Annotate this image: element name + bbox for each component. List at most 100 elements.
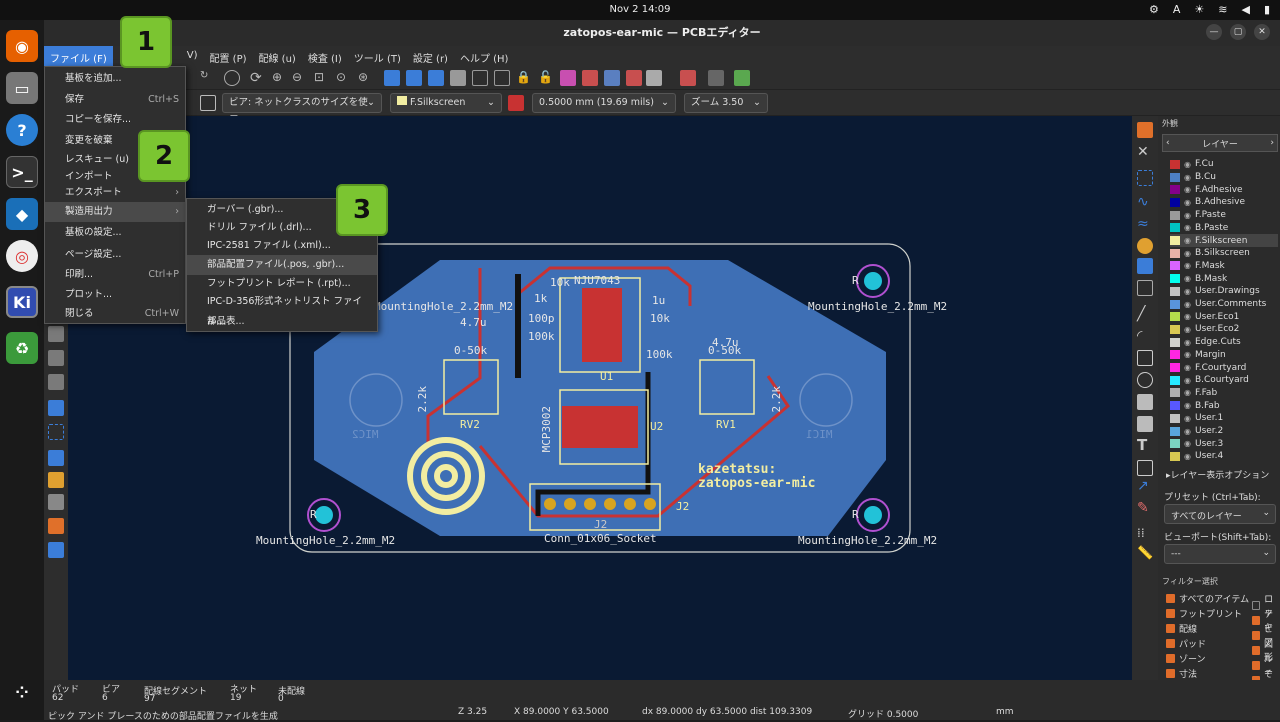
checkbox-checked-icon[interactable] [1166, 609, 1175, 618]
system-clock[interactable]: Nov 2 14:09 [609, 4, 671, 15]
menu-drill[interactable]: ドリル ファイル (.drl)... [187, 218, 377, 238]
filter-checkbox[interactable]: 図形 [1252, 637, 1280, 663]
layer-row[interactable]: ◉F.Cu [1170, 158, 1278, 171]
r-10k-label-2[interactable]: 10k [650, 312, 670, 325]
draw-rectangle-icon[interactable] [1137, 350, 1153, 366]
schematic-icon[interactable] [680, 70, 696, 86]
menu-footprint-report[interactable]: フットプリント レポート (.rpt)... [187, 274, 377, 294]
layer-color-swatch[interactable] [1170, 274, 1180, 284]
pad-display-icon[interactable] [48, 450, 64, 466]
layer-color-swatch[interactable] [1170, 337, 1180, 347]
add-zone-icon[interactable] [1137, 258, 1153, 274]
volume-icon[interactable]: ◀ [1241, 3, 1250, 16]
eye-icon[interactable]: ◉ [1184, 299, 1191, 309]
menu-gerber[interactable]: ガーバー (.gbr)... [187, 200, 377, 220]
add-via-icon[interactable] [1137, 238, 1153, 254]
layer-row[interactable]: ◉F.Adhesive [1170, 183, 1278, 196]
layer-display-options[interactable]: ▸レイヤー表示オプション [1166, 471, 1270, 481]
layer-color-swatch[interactable] [1170, 286, 1180, 296]
layer-color-swatch[interactable] [1170, 363, 1180, 373]
c-4.7u-label-2[interactable]: 4.7u [712, 336, 739, 349]
track-width-icon[interactable] [200, 95, 216, 111]
menu-plot[interactable]: プロット... [45, 285, 185, 305]
zoom-select[interactable]: ズーム 3.50⌄ [684, 93, 768, 113]
filter-checkbox[interactable]: 配線 [1166, 622, 1197, 635]
eye-icon[interactable]: ◉ [1184, 350, 1191, 360]
eye-icon[interactable]: ◉ [1184, 363, 1191, 373]
tab-layers[interactable]: ‹ レイヤー › [1162, 134, 1278, 152]
menu-import[interactable]: インポート [45, 167, 185, 187]
layer-row[interactable]: ◉User.2 [1170, 425, 1278, 438]
find-icon[interactable] [224, 70, 240, 86]
menu-save-copy[interactable]: コピーを保存... [45, 110, 185, 130]
flip-icon[interactable] [428, 70, 444, 86]
checkbox-icon[interactable] [1252, 615, 1260, 625]
menu-inspect[interactable]: 検査 (I) [307, 54, 342, 65]
layer-row[interactable]: ◉B.Fab [1170, 399, 1278, 412]
zoom-objects-icon[interactable]: ⊙ [336, 70, 347, 84]
layer-row[interactable]: ◉B.Adhesive [1170, 196, 1278, 209]
layer-color-swatch[interactable] [1170, 324, 1180, 334]
menu-bom[interactable]: 部品表... [187, 312, 377, 332]
eye-icon[interactable]: ◉ [1184, 172, 1191, 182]
filter-checkbox[interactable]: テキ [1252, 607, 1280, 633]
mh-bl-ref[interactable]: R [310, 508, 317, 521]
brand-line1[interactable]: kazetatsu: [698, 462, 777, 477]
filter-checkbox[interactable]: すべてのアイテム [1166, 592, 1249, 605]
menu-rescue[interactable]: レスキュー (u) [45, 150, 185, 170]
ungroup-icon[interactable] [494, 70, 510, 86]
chevron-left-icon[interactable]: ‹ [1166, 138, 1170, 148]
layer-color-swatch[interactable] [1170, 172, 1180, 182]
refresh-icon[interactable]: ⟳ [250, 70, 262, 86]
layer-color-swatch[interactable] [1170, 375, 1180, 385]
eye-icon[interactable]: ◉ [1184, 197, 1191, 207]
draw-arc-icon[interactable]: ◜ [1137, 328, 1143, 344]
viewport-select[interactable]: ---⌄ [1164, 544, 1276, 564]
u1-reference-label[interactable]: U1 [600, 370, 614, 383]
c-4.7u-label[interactable]: 4.7u [460, 316, 487, 329]
rv2-value-label[interactable]: 0-50k [454, 344, 488, 357]
select-icon[interactable] [1137, 122, 1153, 138]
eye-icon[interactable]: ◉ [1184, 388, 1191, 398]
eye-icon[interactable]: ◉ [1184, 324, 1191, 334]
mh-tr-label[interactable]: MountingHole_2.2mm_M2 [808, 300, 948, 313]
filter-checkbox[interactable]: ルー [1252, 652, 1280, 678]
layer-color-swatch[interactable] [1170, 223, 1180, 233]
layer-row[interactable]: ◉User.Eco1 [1170, 310, 1278, 323]
filter-checkbox[interactable]: パッド [1166, 637, 1206, 650]
eye-icon[interactable]: ◉ [1184, 312, 1191, 322]
mic2-reference-label[interactable]: MIC2 [352, 428, 379, 441]
unlock-icon[interactable]: 🔓 [538, 70, 553, 84]
layer-row[interactable]: ◉F.Mask [1170, 260, 1278, 273]
r-100k-label-2[interactable]: 100k [646, 348, 673, 361]
checkbox-checked-icon[interactable] [1166, 669, 1175, 678]
menu-help[interactable]: ヘルプ (H) [459, 54, 509, 65]
console-icon[interactable] [708, 70, 724, 86]
zone-fill-icon[interactable] [48, 400, 64, 416]
menu-view[interactable]: V) [186, 50, 198, 61]
j2-value-label[interactable]: Conn_01x06_Socket [544, 532, 657, 545]
battery-icon[interactable]: ▮ [1263, 3, 1270, 16]
layer-select[interactable]: F.Silkscreen⌄ [390, 93, 502, 113]
u2-reference-label[interactable]: U2 [650, 420, 664, 433]
menu-tools[interactable]: ツール (T) [353, 54, 401, 65]
via-size-select[interactable]: ビア: ネットクラスのサイズを使用⌄ [222, 93, 382, 126]
menu-component-placement[interactable]: 部品配置ファイル(.pos, .gbr)... [187, 255, 377, 275]
layer-color-swatch[interactable] [1170, 451, 1180, 461]
terminal-icon[interactable]: >_ [6, 156, 38, 188]
route-diff-pair-icon[interactable]: ≈ [1137, 216, 1149, 232]
eye-icon[interactable]: ◉ [1184, 248, 1191, 258]
r-2.2k-label-2[interactable]: 2.2k [770, 386, 783, 413]
layer-row[interactable]: ◉Margin [1170, 349, 1278, 362]
lock-icon[interactable]: 🔒 [516, 70, 531, 84]
u2-value-label[interactable]: MCP3002 [540, 406, 553, 453]
track-width-select[interactable]: 0.5000 mm (19.69 mils)⌄ [532, 93, 676, 113]
menu-route[interactable]: 配線 (u) [258, 54, 296, 65]
app-grid-icon[interactable]: ⁘ [15, 682, 29, 702]
menu-add-board[interactable]: 基板を追加... [45, 69, 185, 89]
local-ratsnest-icon[interactable]: ✕ [1137, 144, 1149, 160]
layer-row[interactable]: ◉Edge.Cuts [1170, 336, 1278, 349]
rv1-reference-label[interactable]: RV1 [716, 418, 736, 431]
firefox-icon[interactable]: ◉ [6, 30, 38, 62]
